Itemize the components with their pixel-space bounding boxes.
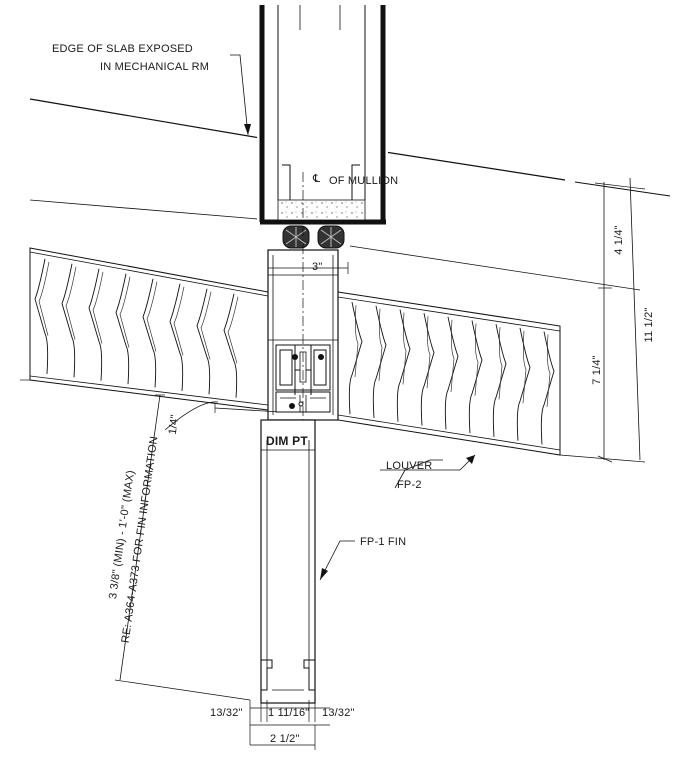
fp-1-fin: [260, 419, 316, 704]
louver-blade-inner: [402, 312, 407, 385]
louver-blade-inner: [378, 308, 383, 381]
louver-blade-inner: [119, 276, 131, 348]
centerline-symbol: ℄: [312, 173, 320, 185]
louver-blade-inner: [92, 271, 104, 344]
louver-blade-inner: [426, 316, 431, 389]
louver-blade: [169, 283, 184, 391]
louver-blade: [115, 273, 130, 385]
louver-blade-inner: [450, 319, 455, 392]
mullion-centerline: ℄ OF MULLION: [302, 172, 398, 420]
gasket-left: [282, 225, 310, 249]
dim-3: 3": [312, 261, 322, 273]
fin-label: FP-1 FIN: [360, 536, 406, 548]
louver-blade: [61, 263, 76, 378]
louver-tag: FP-2: [397, 479, 422, 491]
dim-1-11-16: 1 11/16": [268, 707, 309, 719]
louver-blade-inner: [227, 296, 239, 364]
dim-4-1-4: 4 1/4": [613, 225, 625, 255]
dim-13-32-right: 13/32": [322, 707, 355, 719]
louver-blade-inner: [146, 281, 158, 352]
centerline-label: OF MULLION: [329, 175, 398, 187]
louver-blade: [88, 268, 103, 381]
louver-blade-inner: [522, 330, 527, 404]
louver-blade-inner: [173, 286, 185, 356]
louver-blade-inner: [354, 305, 359, 378]
louver-blade-inner: [498, 327, 503, 400]
dim-11-1-2: 11 1/2": [643, 307, 655, 342]
louver-label: LOUVER: [386, 460, 432, 472]
dimension-lines: [114, 177, 646, 750]
louver-blade: [223, 293, 238, 398]
slab-note-line1: EDGE OF SLAB EXPOSED: [52, 43, 193, 55]
louver-blade-inner: [65, 266, 77, 340]
louver-blade-inner: [200, 291, 212, 360]
louver-blade: [142, 278, 157, 388]
slab-edge: [29, 98, 671, 291]
gasket-right: [317, 225, 345, 249]
louver-blade-inner: [546, 334, 551, 407]
louver-blade: [34, 258, 49, 374]
louver-blade: [196, 288, 211, 395]
dim-pt-label: DIM PT: [266, 434, 308, 448]
dim-2-1-2: 2 1/2": [270, 733, 300, 745]
dim-13-32-left: 13/32": [210, 707, 243, 719]
dim-1-4: 1/4": [167, 414, 181, 435]
dim-7-1-4: 7 1/4": [591, 355, 603, 385]
leaders: [164, 54, 476, 581]
upper-mullion: [257, 5, 388, 228]
louver-blade-inner: [474, 323, 479, 396]
louver-blade-inner: [38, 261, 50, 336]
slab-note-line2: IN MECHANICAL RM: [100, 61, 209, 73]
